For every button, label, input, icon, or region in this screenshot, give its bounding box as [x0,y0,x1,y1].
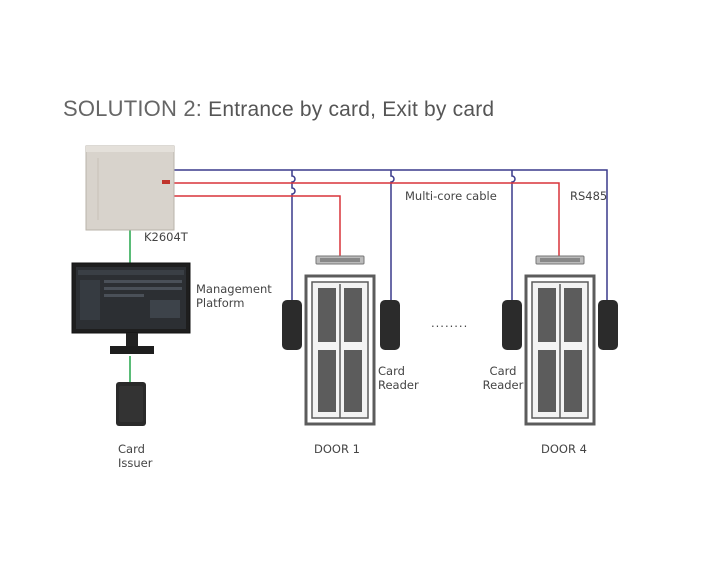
controller-label: K2604T [144,230,188,244]
card-reader-icon [502,300,618,350]
door1-reader-label: Card Reader [378,364,419,392]
door1-reader-label-line1: Card [378,364,405,378]
ellipsis: ........ [431,316,469,330]
door1-label: DOOR 1 [314,442,360,456]
rs485-label: RS485 [570,189,608,203]
title-prefix: SOLUTION 2: [63,96,203,121]
management-label-line1: Management [196,282,272,296]
door1-reader-label-line2: Reader [378,378,419,392]
door4-reader-label-line1: Card [489,364,517,378]
door-icon [524,274,596,426]
multicore-line-door1 [172,195,341,256]
rs485-drop-door4-left [511,170,516,300]
card-issuer-icon [116,382,146,426]
door4-reader-label: Card Reader [482,364,524,392]
multicore-cable [172,182,560,256]
exit-button-icon [315,255,365,265]
access-controller-icon [85,145,175,231]
management-label: Management Platform [196,282,272,310]
multicore-cable-label: Multi-core cable [405,189,497,203]
door-icon [304,274,376,426]
issuer-label-line2: Issuer [118,456,153,470]
rs485-main-line [172,169,608,300]
door4-reader-label-line2: Reader [482,378,524,392]
title-text: Entrance by card, Exit by card [208,98,495,121]
exit-button-icon [535,255,585,265]
multicore-line-door4 [172,182,560,256]
rs485-bus [172,169,608,300]
rs485-drop-door1-left [291,170,296,300]
monitor-icon [71,262,191,354]
diagram-title: SOLUTION 2: Entrance by card, Exit by ca… [63,96,494,122]
card-reader-icon [282,300,400,350]
door4-label: DOOR 4 [541,442,587,456]
issuer-label-line1: Card [118,442,145,456]
issuer-label: Card Issuer [118,442,152,470]
rs485-drop-door1-right [390,170,395,300]
management-label-line2: Platform [196,296,245,310]
